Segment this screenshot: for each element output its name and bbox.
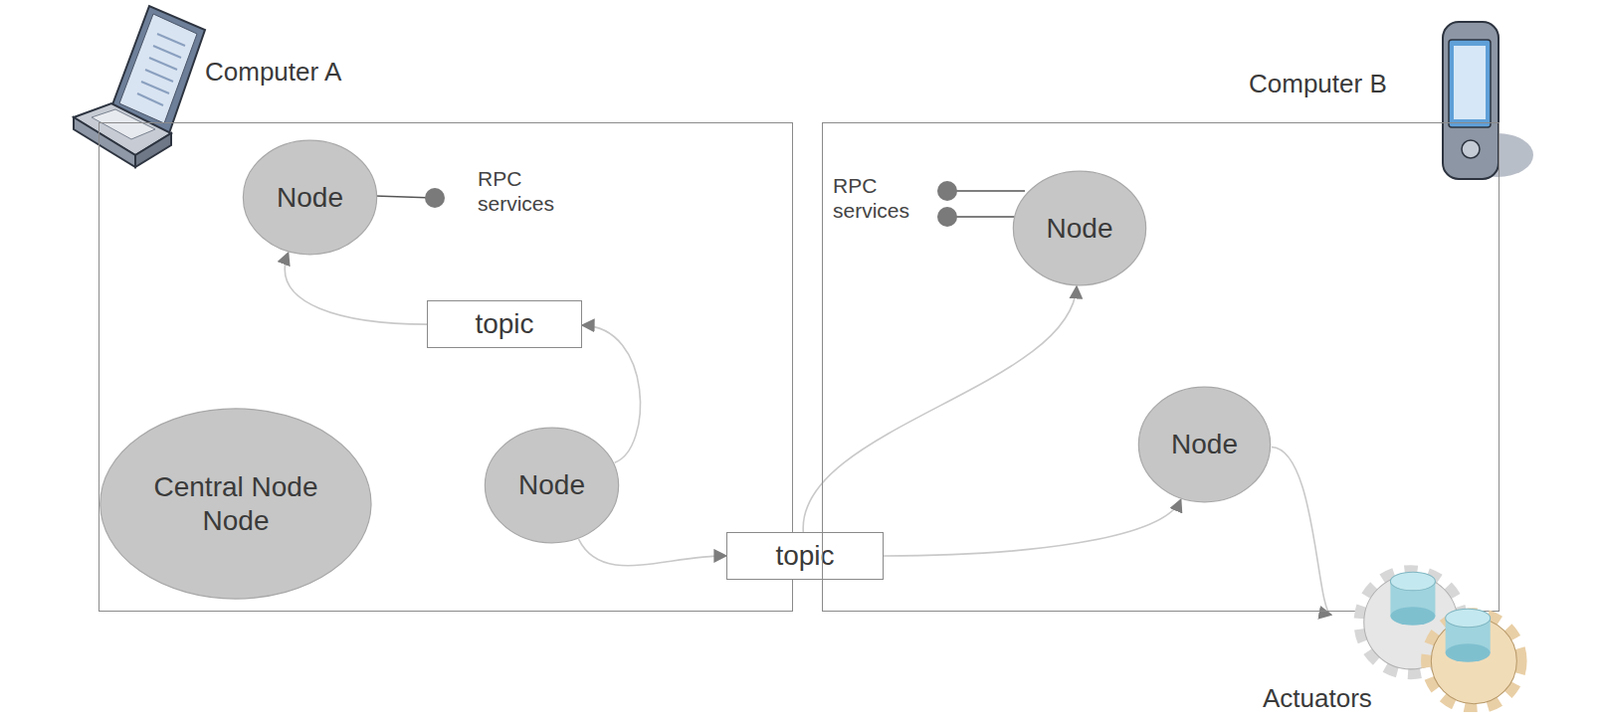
node-ellipse: Node [241,139,379,256]
node-ellipse: Node [483,426,620,545]
central-node-ellipse: Central Node Node [97,406,375,601]
computer-label: Computer B [1248,68,1388,100]
node-ellipse: Node [1137,386,1272,504]
node-ellipse: Node [1011,170,1148,287]
topic-box: topic [726,532,884,581]
node-label: Node [518,468,586,503]
computer-boundary: Computer BNodeNode [821,122,1500,612]
node-label: Node [276,181,344,215]
topic-connector [802,286,1077,533]
rpc-service-port [937,181,1025,227]
node-label: topic [474,307,534,342]
ellipse-outline [97,406,375,601]
node-label: topic [775,539,834,574]
laptop-icon [73,5,205,168]
topic-connector [883,499,1182,557]
topic-connector [1271,447,1332,616]
actuator-gears: Actuators [1331,559,1546,713]
topic-connector [579,539,728,567]
computer-boundary: Computer ANodetopicCentral Node NodeNode [98,122,794,612]
rpc-services-label: RPC services [477,166,581,216]
actuator-label: Actuators [1262,683,1373,715]
topic-box: topic [426,300,583,349]
node-label: Central Node Node [136,470,336,538]
topic-connector [284,252,427,325]
computer-label: Computer A [204,56,342,88]
node-label: Node [1171,427,1238,462]
rpc-services-label: RPC services [832,173,936,223]
rpc-service-port [375,188,445,208]
node-label: Node [1046,211,1114,246]
handheld-icon [1442,21,1534,180]
